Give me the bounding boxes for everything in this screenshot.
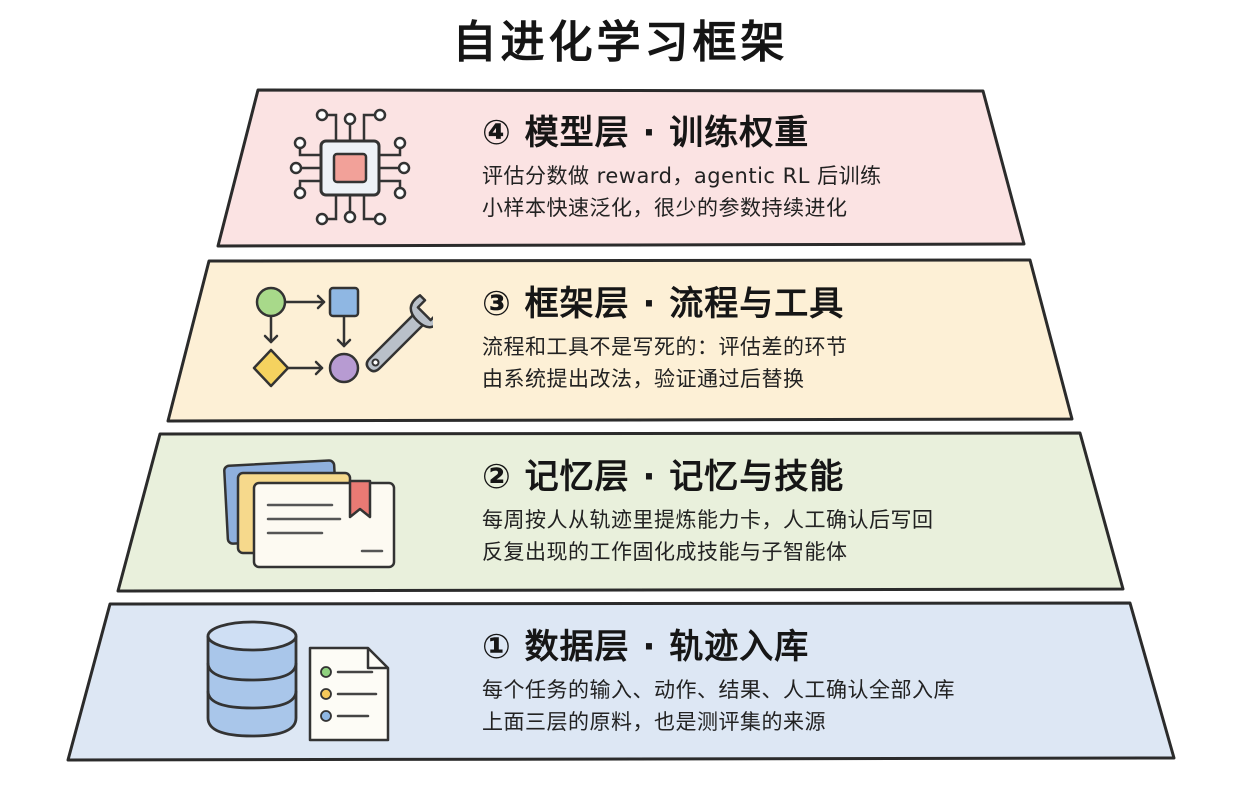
layer-heading: ① 数据层 · 轨迹入库 [482,627,810,667]
layer-heading: ③ 框架层 · 流程与工具 [482,284,845,324]
chip-icon [289,108,411,226]
layer-description-line: 评估分数做 reward，agentic RL 后训练 [482,164,882,188]
flowchart-wrench-icon [252,286,433,388]
band-model-layer [216,88,1026,248]
layer-memory: ② 记忆层 · 记忆与技能 每周按人从轨迹里提炼能力卡，人工确认后写回 反复出现… [482,457,934,567]
layer-description-line: 每周按人从轨迹里提炼能力卡，人工确认后写回 [482,508,934,532]
layer-description-line: 小样本快速泛化，很少的参数持续进化 [482,196,848,220]
layer-data: ① 数据层 · 轨迹入库 每个任务的输入、动作、结果、人工确认全部入库 上面三层… [482,627,955,737]
layer-description-line: 每个任务的输入、动作、结果、人工确认全部入库 [482,678,955,702]
diagram-title: 自进化学习框架 [452,17,789,68]
database-document-icon [206,620,390,742]
layer-description-line: 流程和工具不是写死的：评估差的环节 [482,335,848,359]
memory-cards-icon [223,459,396,569]
layer-heading: ② 记忆层 · 记忆与技能 [482,457,845,497]
layer-description-line: 上面三层的原料，也是测评集的来源 [482,710,826,734]
layer-framework: ③ 框架层 · 流程与工具 流程和工具不是写死的：评估差的环节 由系统提出改法，… [482,284,848,394]
layer-description-line: 由系统提出改法，验证通过后替换 [482,367,805,391]
layer-heading: ④ 模型层 · 训练权重 [482,113,810,153]
band-framework-layer [166,258,1074,423]
layer-model: ④ 模型层 · 训练权重 评估分数做 reward，agentic RL 后训练… [482,113,882,223]
layer-description-line: 反复出现的工作固化成技能与子智能体 [482,540,848,564]
